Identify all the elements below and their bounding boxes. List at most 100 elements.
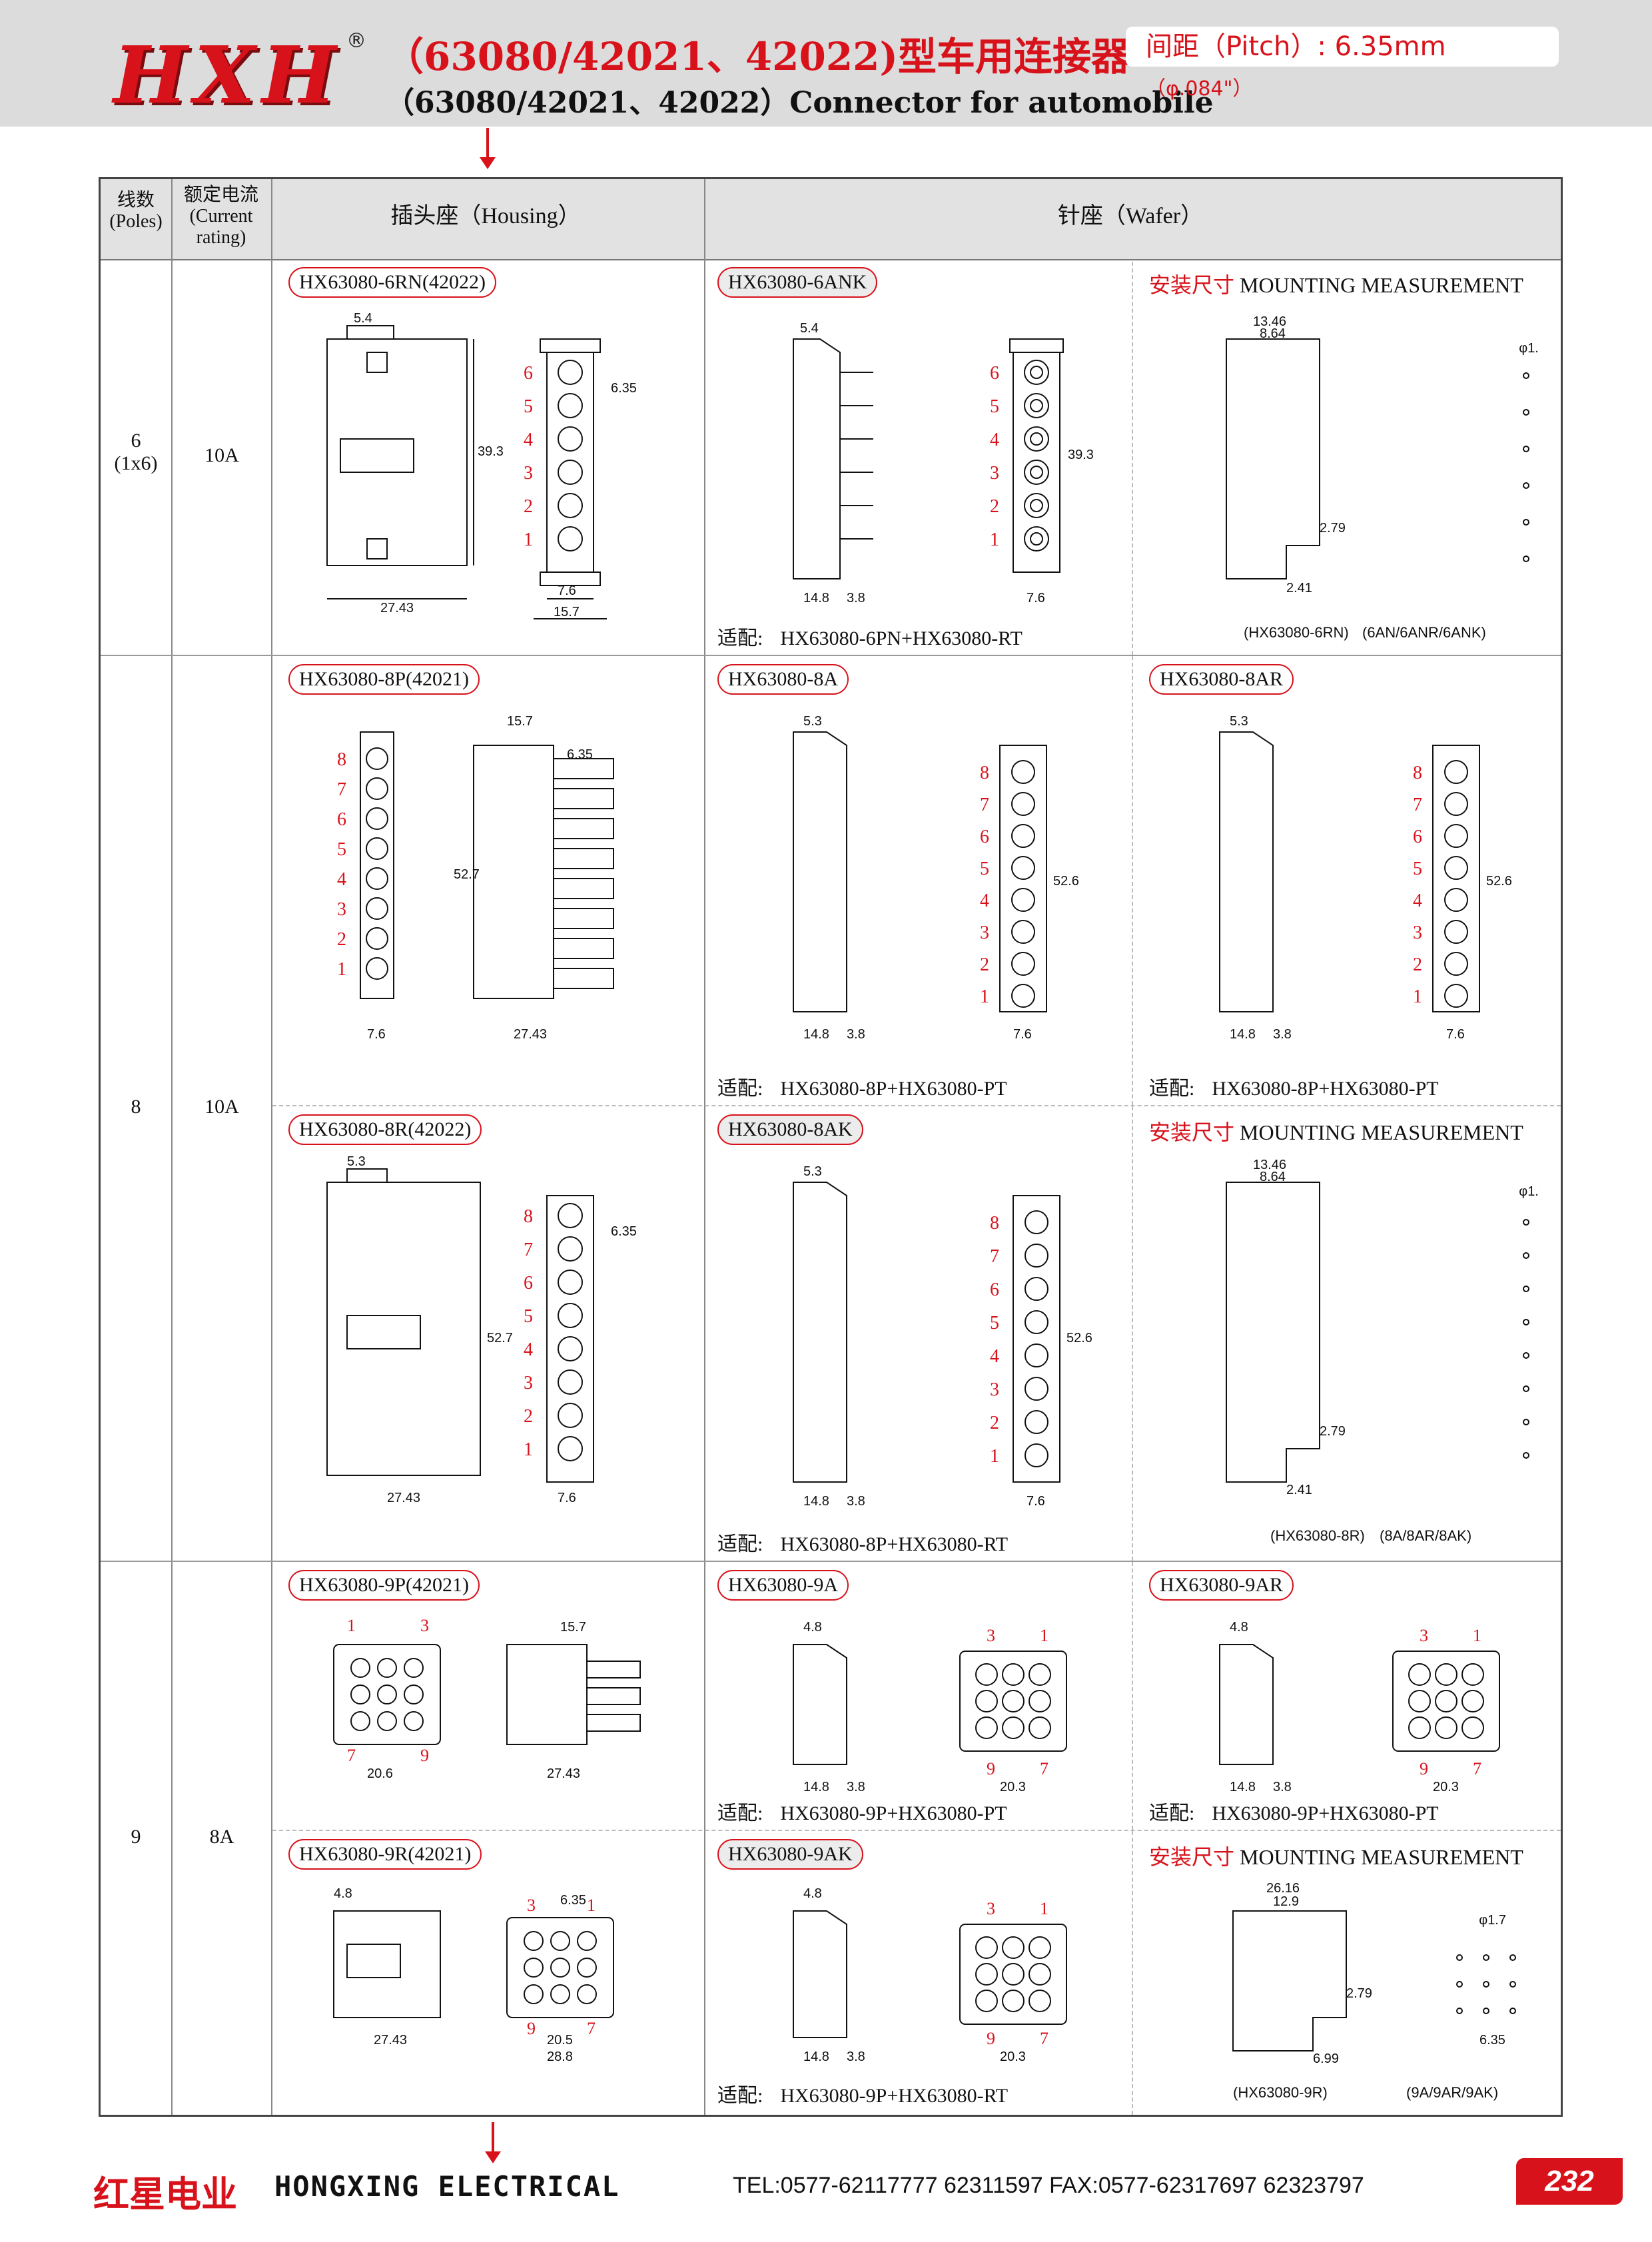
svg-text:52.6: 52.6	[1486, 874, 1512, 889]
col-divider	[1132, 1562, 1133, 1830]
svg-text:1: 1	[524, 1439, 533, 1460]
svg-text:2: 2	[524, 1406, 533, 1427]
svg-text:5: 5	[337, 839, 346, 860]
col-divider	[1132, 1106, 1133, 1561]
svg-text:7: 7	[1040, 2029, 1048, 2048]
svg-text:7.6: 7.6	[558, 583, 576, 598]
svg-text:3.8: 3.8	[1273, 1027, 1292, 1042]
svg-text:9: 9	[987, 1759, 995, 1778]
svg-text:27.43: 27.43	[387, 1491, 420, 1505]
svg-text:φ1.7: φ1.7	[1519, 1184, 1539, 1199]
svg-text:1: 1	[980, 986, 989, 1007]
svg-text:6.35: 6.35	[1479, 2033, 1505, 2048]
svg-text:4: 4	[980, 891, 989, 911]
svg-text:1: 1	[587, 1896, 596, 1915]
svg-text:9: 9	[987, 2029, 995, 2048]
svg-text:3: 3	[987, 1899, 995, 1918]
svg-text:52.6: 52.6	[1053, 874, 1079, 889]
svg-text:3: 3	[337, 899, 346, 920]
svg-text:4.8: 4.8	[803, 1886, 822, 1901]
arrow-down-icon	[485, 2122, 501, 2163]
svg-text:9: 9	[1420, 1759, 1428, 1778]
svg-text:2: 2	[524, 496, 533, 517]
svg-text:6: 6	[524, 363, 533, 384]
arrow-down-icon	[480, 128, 496, 169]
page-header: HXH ® （63080/42021、42022)型车用连接器 （63080/4…	[0, 0, 1652, 127]
svg-text:15.7: 15.7	[554, 605, 580, 619]
svg-text:6: 6	[524, 1273, 533, 1294]
svg-text:14.8: 14.8	[803, 1780, 829, 1794]
part-label: HX63080-9P(42021)	[288, 1570, 480, 1601]
svg-text:5.3: 5.3	[347, 1156, 366, 1169]
svg-text:4: 4	[337, 869, 346, 890]
pitch-label: 间距（Pitch）:	[1146, 31, 1326, 62]
svg-text:8.64: 8.64	[1260, 326, 1286, 341]
row-poles: 6(1x6)	[114, 430, 158, 474]
part-label: HX63080-6ANK	[717, 267, 878, 298]
svg-text:5: 5	[1413, 859, 1422, 879]
svg-text:5: 5	[524, 1306, 533, 1327]
page-title-en: （63080/42021、42022）Connector for automob…	[385, 86, 1214, 120]
svg-text:3: 3	[980, 923, 989, 943]
mount-caption: (6AN/6ANR/6ANK)	[1362, 624, 1486, 641]
svg-text:1: 1	[990, 530, 999, 550]
svg-text:3: 3	[420, 1616, 429, 1635]
svg-text:7: 7	[524, 1240, 533, 1260]
brand-logo: HXH	[113, 29, 343, 121]
fit-note: 适配:HX63080-9P+HX63080-PT	[717, 1802, 1007, 1824]
row-divider	[101, 655, 1561, 656]
svg-text:8: 8	[990, 1213, 999, 1234]
svg-text:2: 2	[990, 496, 999, 517]
header-wafer: 针座（Wafer）	[1057, 204, 1204, 228]
svg-text:2.79: 2.79	[1320, 521, 1346, 536]
svg-text:9: 9	[527, 2019, 536, 2038]
pitch-badge: 间距（Pitch）: 6.35mm （φ.084"）	[1126, 27, 1559, 101]
svg-text:7.6: 7.6	[367, 1027, 386, 1042]
svg-text:1: 1	[1040, 1626, 1048, 1645]
grid-line	[271, 179, 272, 2115]
footer-contact: TEL:0577-62117777 62311597 FAX:0577-6231…	[733, 2173, 1364, 2198]
svg-text:27.43: 27.43	[547, 1766, 580, 1781]
svg-text:13.46: 13.46	[1253, 1158, 1286, 1172]
svg-text:8: 8	[980, 763, 989, 783]
svg-text:52.7: 52.7	[454, 867, 480, 882]
svg-text:6.35: 6.35	[611, 1224, 637, 1239]
svg-text:3: 3	[1413, 923, 1422, 943]
svg-text:1: 1	[1413, 986, 1422, 1007]
mount-caption: (HX63080-9R)	[1233, 2084, 1328, 2101]
svg-text:4: 4	[1413, 891, 1422, 911]
svg-text:14.8: 14.8	[803, 591, 829, 605]
svg-text:5.3: 5.3	[1230, 714, 1248, 729]
col-divider	[1132, 1831, 1133, 2115]
svg-text:5: 5	[524, 396, 533, 417]
svg-text:2.41: 2.41	[1286, 1483, 1312, 1495]
fit-note: 适配:HX63080-9P+HX63080-PT	[1149, 1802, 1439, 1824]
pitch-value: 6.35mm	[1334, 31, 1446, 62]
svg-text:4: 4	[990, 1346, 999, 1367]
part-label: HX63080-9A	[717, 1570, 849, 1601]
svg-text:4.8: 4.8	[1230, 1620, 1248, 1635]
svg-text:20.6: 20.6	[367, 1766, 393, 1781]
svg-text:20.3: 20.3	[1000, 2050, 1026, 2064]
svg-text:3: 3	[990, 1379, 999, 1400]
svg-text:5.3: 5.3	[803, 1164, 822, 1179]
fit-note: 适配:HX63080-8P+HX63080-PT	[717, 1078, 1007, 1100]
svg-text:7.6: 7.6	[1446, 1027, 1465, 1042]
svg-text:6.35: 6.35	[611, 381, 637, 396]
part-label: HX63080-8A	[717, 664, 849, 695]
svg-text:9: 9	[420, 1746, 429, 1765]
svg-text:39.3: 39.3	[1068, 448, 1094, 462]
mount-caption: (HX63080-6RN)	[1244, 624, 1349, 641]
svg-text:7: 7	[1473, 1759, 1481, 1778]
